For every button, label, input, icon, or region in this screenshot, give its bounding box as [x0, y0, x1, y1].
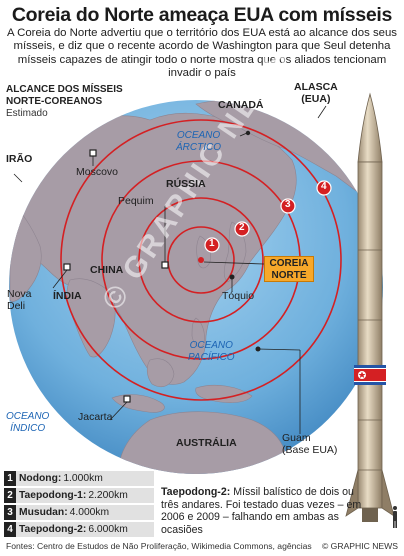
ring-number-2: 2 [239, 222, 245, 233]
taepodong-note-text: Míssil balístico de dois ou três andares… [161, 486, 362, 536]
label-pacific-ocean: OCEANO PACÍFICO [188, 340, 234, 363]
arctic-line1: OCEANO [176, 130, 221, 141]
range-ring-4 [60, 119, 342, 401]
range-num: 3 [4, 505, 16, 520]
missile-body [357, 161, 383, 509]
label-india: ÍNDIA [53, 290, 82, 302]
label-moscow: Moscovo [76, 166, 119, 178]
taepodong-note: Taepodong-2: Míssil balístico de dois ou… [161, 486, 371, 536]
legend-title: ALCANCE DOS MÍSSEIS NORTE-COREANOS [6, 84, 123, 107]
label-alaska: ALASCA (EUA) [294, 81, 338, 105]
label-guam: Guam (Base EUA) [282, 432, 337, 456]
missile-fin-left [345, 469, 359, 517]
legend-title-line2: NORTE-COREANOS [6, 95, 103, 107]
range-missile: Musudan: [19, 507, 68, 518]
page-title: Coreia do Norte ameaça EUA com mísseis [11, 4, 393, 26]
range-missile: Nodong: [19, 473, 62, 484]
label-guam-line1: Guam [282, 432, 311, 444]
legend-subtitle: Estimado [6, 108, 48, 119]
north-korea-line1: COREIA [269, 258, 309, 269]
label-canada: CANADÁ [218, 99, 264, 111]
north-korea-line2: NORTE [271, 270, 307, 281]
missile-nose [357, 92, 383, 163]
pacific-line2: PACÍFICO [188, 351, 235, 363]
range-row: 2 Taepodong-1: 2.200km [4, 488, 154, 503]
copyright: © GRAPHIC NEWS [321, 541, 398, 551]
landmass-new-guinea [195, 384, 253, 403]
range-distance: 2.200km [88, 490, 128, 501]
label-jakarta: Jacarta [78, 411, 113, 423]
label-alaska-line1: ALASCA [294, 81, 338, 93]
ring-markers [204, 180, 332, 253]
label-russia: RÚSSIA [166, 178, 206, 190]
label-alaska-line2: (EUA) [301, 93, 331, 105]
range-num: 2 [4, 488, 16, 503]
ring-number-3: 3 [285, 199, 291, 210]
arctic-line2: ÁRCTICO [176, 141, 221, 153]
label-new-delhi: Nova Deli [7, 288, 32, 312]
taepodong-note-name: Taepodong-2: [161, 486, 231, 498]
label-new-delhi-line1: Nova [7, 288, 32, 300]
label-indian-ocean: OCEANO ÍNDICO [6, 411, 49, 434]
range-ring-1 [167, 226, 235, 294]
range-row: 3 Musudan: 4.000km [4, 505, 154, 520]
sources-footer: Fontes: Centro de Estudos de Não Prolife… [6, 541, 312, 551]
ring-marker-3 [280, 198, 296, 214]
label-arctic-ocean: OCEANO ÁRCTICO [176, 130, 221, 153]
ring-number-1: 1 [209, 238, 215, 249]
range-row: 1 Nodong: 1.000km [4, 471, 154, 486]
ring-marker-4 [316, 180, 332, 196]
range-rings [60, 119, 342, 401]
range-num: 1 [4, 471, 16, 486]
label-australia: AUSTRÁLIA [176, 437, 237, 449]
ring-number-4: 4 [321, 181, 327, 192]
range-ring-2 [138, 197, 264, 323]
ring-marker-1 [204, 237, 220, 253]
label-beijing: Pequim [118, 195, 154, 207]
label-iran: IRÃO [6, 153, 33, 165]
pacific-line1: OCEANO [189, 340, 233, 351]
landmass-australia [118, 411, 287, 474]
range-distance: 1.000km [63, 473, 103, 484]
north-korea-box: COREIA NORTE [264, 256, 314, 282]
label-china: CHINA [90, 264, 124, 276]
ring-marker-2 [234, 221, 250, 237]
range-distance: 4.000km [69, 507, 110, 518]
legend-title-line1: ALCANCE DOS MÍSSEIS [6, 84, 123, 95]
leader-lines [13, 105, 327, 434]
intro-text: A Coreia do Norte advertiu que o territó… [6, 27, 398, 80]
landmass-philippines [191, 317, 205, 348]
missile-fin-right [381, 469, 395, 517]
range-distance: 6.000km [88, 524, 128, 535]
range-missile: Taepodong-1: [19, 490, 87, 501]
indian-line1: OCEANO [6, 411, 50, 422]
point-markers [198, 130, 261, 352]
north-korean-flag-icon [354, 365, 386, 385]
label-guam-line2: (Base EUA) [282, 444, 338, 456]
marker-north-korea [198, 257, 204, 263]
landmass-borneo [146, 358, 175, 387]
label-new-delhi-line2: Deli [7, 300, 26, 312]
range-table: 1 Nodong: 1.000km 2 Taepodong-1: 2.200km… [4, 471, 154, 539]
indian-line2: ÍNDICO [10, 422, 46, 434]
label-tokyo: Tóquio [222, 290, 255, 302]
range-missile: Taepodong-2: [19, 524, 87, 535]
range-row: 4 Taepodong-2: 6.000km [4, 522, 154, 537]
human-scale-icon [393, 506, 397, 528]
marker-arctic-ocean [245, 130, 251, 136]
range-num: 4 [4, 522, 16, 537]
